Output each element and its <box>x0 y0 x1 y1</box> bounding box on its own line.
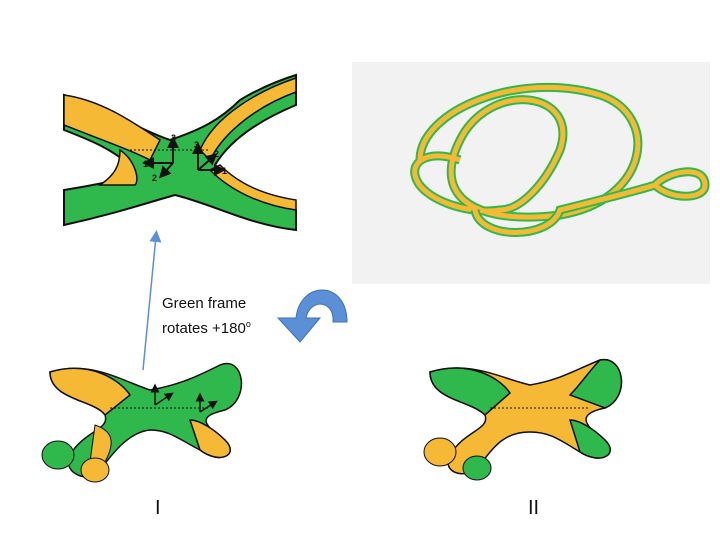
axis-label-3: 3 <box>171 133 176 143</box>
axis-label-2: 2 <box>152 173 157 183</box>
rendered-surface <box>410 82 710 237</box>
label-ii: II <box>528 497 540 519</box>
rotation-caption: Green frame rotates +180o <box>162 294 251 339</box>
zoom-arrow <box>142 230 162 371</box>
rotate-arrow-icon <box>276 289 348 343</box>
axis-label-1: 1 <box>222 166 227 176</box>
caption-line-1: Green frame <box>162 295 247 312</box>
surface-diagram-i <box>41 362 242 483</box>
surface-diagram-ii <box>423 359 622 481</box>
axis-label-2: 2 <box>214 149 219 159</box>
zoomed-junction-diagram: 3 1 2 1 2 3 <box>63 73 297 232</box>
degree-superscript: o <box>245 319 251 329</box>
caption-line-2: rotates +180o <box>162 314 251 339</box>
caption-text: rotates +180 <box>162 320 246 337</box>
label-i: I <box>155 497 161 519</box>
axis-label-3: 3 <box>194 140 199 150</box>
axis-label-1: 1 <box>143 159 148 169</box>
